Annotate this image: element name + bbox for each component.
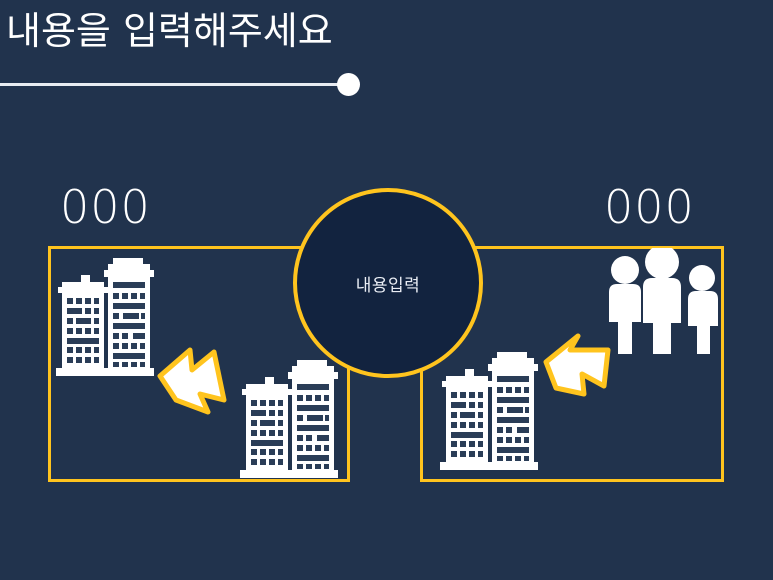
title-underline-rule xyxy=(0,83,345,86)
page-title: 내용을 입력해주세요 xyxy=(6,9,333,53)
buildings-icon xyxy=(440,348,538,470)
arrow-down-right-icon xyxy=(152,344,230,416)
center-node-label: 내용입력 xyxy=(355,275,421,296)
center-node-circle[interactable]: 내용입력 xyxy=(293,188,483,378)
buildings-icon xyxy=(240,356,338,478)
buildings-icon xyxy=(56,254,154,376)
arrow-up-right-icon xyxy=(538,328,618,404)
right-panel-number: 000 xyxy=(604,180,695,234)
left-panel-number: 000 xyxy=(60,180,151,234)
people-group-icon xyxy=(598,248,726,354)
title-end-dot-icon xyxy=(337,73,360,96)
